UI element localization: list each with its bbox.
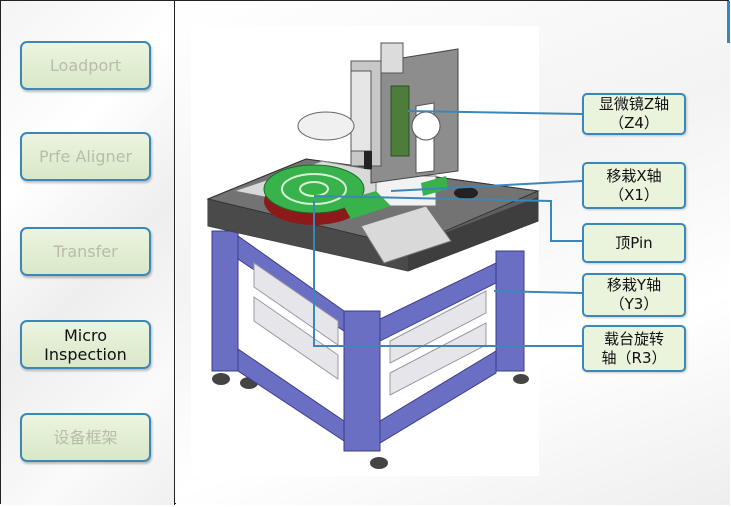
nav-loadport-button[interactable]: Loadport [20, 41, 151, 90]
microscope-column [297, 42, 459, 184]
slide-edge-accent [727, 1, 730, 43]
sidebar: Loadport Prfe Aligner Transfer Micro Ins… [1, 1, 175, 505]
nav-transfer-button[interactable]: Transfer [20, 227, 151, 276]
nav-prfe-aligner-label: Prfe Aligner [38, 147, 133, 166]
nav-equipment-frame-label: 设备框架 [53, 428, 118, 447]
wafer-chuck [263, 164, 448, 225]
callout-leaders [313, 110, 583, 347]
callout-lift-pin: 顶Pin [582, 223, 686, 263]
nav-micro-inspection-button[interactable]: Micro Inspection [20, 320, 151, 369]
nav-equipment-frame-button[interactable]: 设备框架 [20, 413, 151, 462]
callout-microscope-z-axis-label: 显微镜Z轴 （Z4） [598, 95, 670, 132]
callout-transfer-x-axis: 移栽X轴 （X1） [582, 162, 686, 209]
callout-transfer-y-axis-label: 移栽Y轴 （Y3） [606, 276, 662, 313]
callout-microscope-z-axis: 显微镜Z轴 （Z4） [582, 93, 686, 135]
nav-transfer-label: Transfer [53, 242, 118, 261]
callout-transfer-y-axis: 移栽Y轴 （Y3） [582, 273, 686, 317]
callout-stage-rotation-axis: 载台旋转 轴（R3） [582, 325, 686, 372]
callout-stage-rotation-axis-label: 载台旋转 轴（R3） [601, 329, 667, 367]
table-hole [454, 187, 478, 199]
frame-legs [211, 230, 525, 452]
main-panel: 显微镜Z轴 （Z4） 移栽X轴 （X1） 顶Pin 移栽Y轴 （Y3） 载台旋转… [176, 1, 730, 505]
callout-lift-pin-label: 顶Pin [615, 233, 653, 252]
nav-prfe-aligner-button[interactable]: Prfe Aligner [20, 132, 151, 181]
callout-transfer-x-axis-label: 移栽X轴 （X1） [606, 166, 662, 204]
machine-illustration [206, 42, 583, 469]
nav-micro-inspection-label: Micro Inspection [44, 325, 127, 364]
nav-loadport-label: Loadport [49, 56, 122, 75]
